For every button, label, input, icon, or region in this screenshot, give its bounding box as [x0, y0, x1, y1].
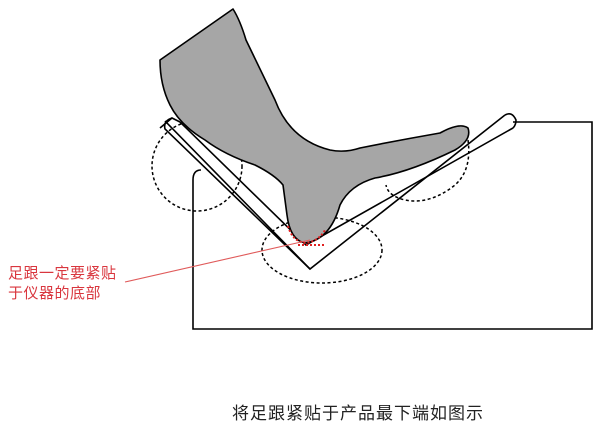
instrument-box [192, 121, 593, 330]
annotation-leader-line [124, 239, 311, 283]
figure-caption: 将足跟紧贴于产品最下端如图示 [232, 404, 484, 424]
heel-annotation: 足跟一定要紧贴 于仪器的底部 [8, 263, 117, 303]
annotation-line-2: 于仪器的底部 [8, 284, 102, 302]
foot-shape [159, 8, 470, 244]
right-contact-circle [385, 139, 470, 202]
heel-contact-marker [287, 225, 326, 246]
bottom-contact-circle [261, 216, 383, 284]
annotation-line-1: 足跟一定要紧贴 [8, 264, 117, 282]
